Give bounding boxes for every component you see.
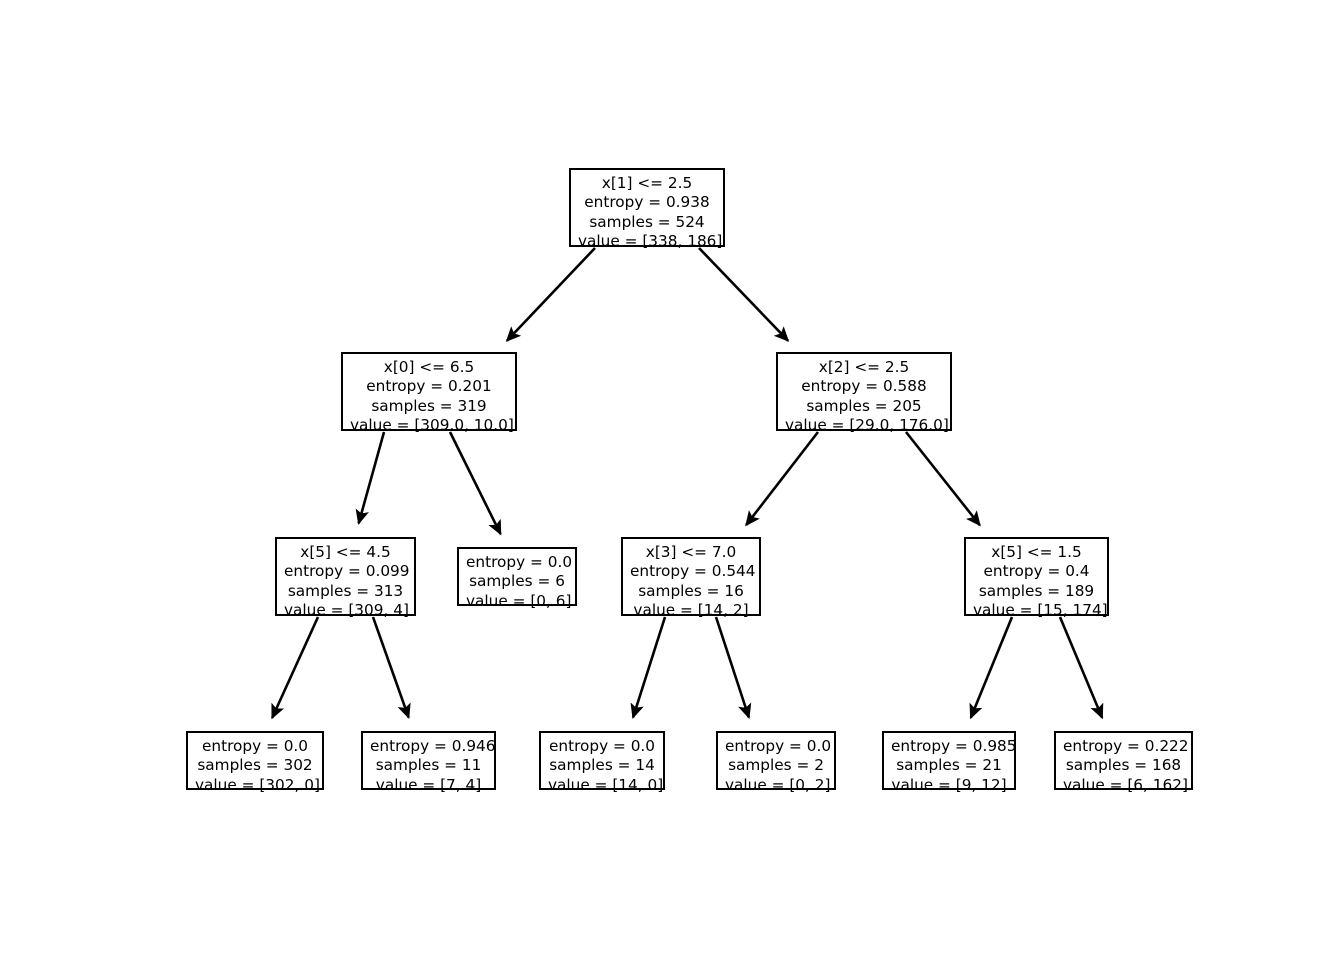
node-entropy: entropy = 0.588	[801, 377, 927, 396]
node-value: value = [29.0, 176.0]	[785, 416, 949, 435]
node-condition: x[2] <= 2.5	[818, 358, 910, 376]
node-samples: samples = 319	[371, 396, 487, 415]
node-value: value = [309.0, 10.0]	[350, 416, 514, 435]
tree-edge-n0-to-n2	[698, 247, 790, 342]
tree-edge-n0-to-n1	[505, 247, 596, 342]
node-value: value = [15, 174]	[973, 601, 1108, 620]
node-value: value = [0, 2]	[725, 775, 831, 794]
node-condition: x[1] <= 2.5	[601, 174, 693, 192]
node-value: value = [9, 12]	[891, 775, 1007, 794]
node-entropy: entropy = 0.0	[548, 737, 656, 755]
node-value: value = [14, 2]	[633, 601, 749, 620]
node-entropy: entropy = 0.222	[1063, 737, 1189, 755]
node-samples: samples = 205	[806, 396, 922, 415]
tree-edge-n3-to-n8	[371, 616, 411, 720]
node-entropy: entropy = 0.201	[366, 377, 492, 396]
tree-edge-n2-to-n6	[904, 431, 981, 527]
node-entropy: entropy = 0.985	[891, 737, 1017, 755]
node-condition: x[5] <= 4.5	[300, 543, 391, 561]
node-samples: samples = 11	[375, 756, 482, 775]
tree-edge-n6-to-n12	[1058, 616, 1104, 720]
node-entropy: entropy = 0.099	[284, 562, 410, 581]
node-entropy: entropy = 0.4	[983, 562, 1090, 581]
node-samples: samples = 524	[589, 212, 705, 231]
node-value: value = [0, 6]	[466, 591, 572, 610]
node-value: value = [14, 0]	[548, 775, 664, 794]
node-samples: samples = 189	[978, 581, 1095, 600]
node-value: value = [309, 4]	[284, 601, 409, 620]
node-entropy: entropy = 0.946	[370, 737, 496, 755]
tree-edge-n6-to-n11	[969, 616, 1014, 720]
node-condition: x[5] <= 1.5	[991, 543, 1082, 561]
node-samples: samples = 2	[728, 756, 824, 775]
node-value: value = [6, 162]	[1063, 775, 1188, 794]
node-entropy: entropy = 0.0	[725, 737, 832, 755]
tree-edge-n5-to-n10	[714, 616, 752, 719]
node-samples: samples = 21	[896, 756, 1002, 775]
node-value: value = [302, 0]	[195, 775, 320, 794]
node-entropy: entropy = 0.0	[201, 737, 309, 755]
node-entropy: entropy = 0.938	[584, 193, 710, 212]
node-condition: x[3] <= 7.0	[645, 543, 737, 561]
tree-edge-n5-to-n9	[630, 616, 667, 719]
tree-edge-n2-to-n5	[745, 431, 820, 527]
node-samples: samples = 302	[197, 756, 313, 775]
tree-edge-n1-to-n3	[355, 431, 386, 525]
node-samples: samples = 16	[638, 581, 744, 600]
node-value: value = [338, 186]	[578, 232, 723, 251]
node-entropy: entropy = 0.0	[466, 553, 573, 571]
node-samples: samples = 14	[549, 756, 655, 775]
node-samples: samples = 168	[1065, 756, 1182, 775]
tree-edge-n1-to-n4	[448, 431, 502, 536]
node-condition: x[0] <= 6.5	[383, 358, 475, 376]
node-value: value = [7, 4]	[375, 775, 482, 794]
node-samples: samples = 313	[287, 581, 404, 600]
node-entropy: entropy = 0.544	[630, 562, 756, 581]
node-samples: samples = 6	[469, 572, 565, 591]
tree-edge-group	[270, 247, 1104, 720]
tree-edge-n3-to-n7	[270, 616, 320, 720]
